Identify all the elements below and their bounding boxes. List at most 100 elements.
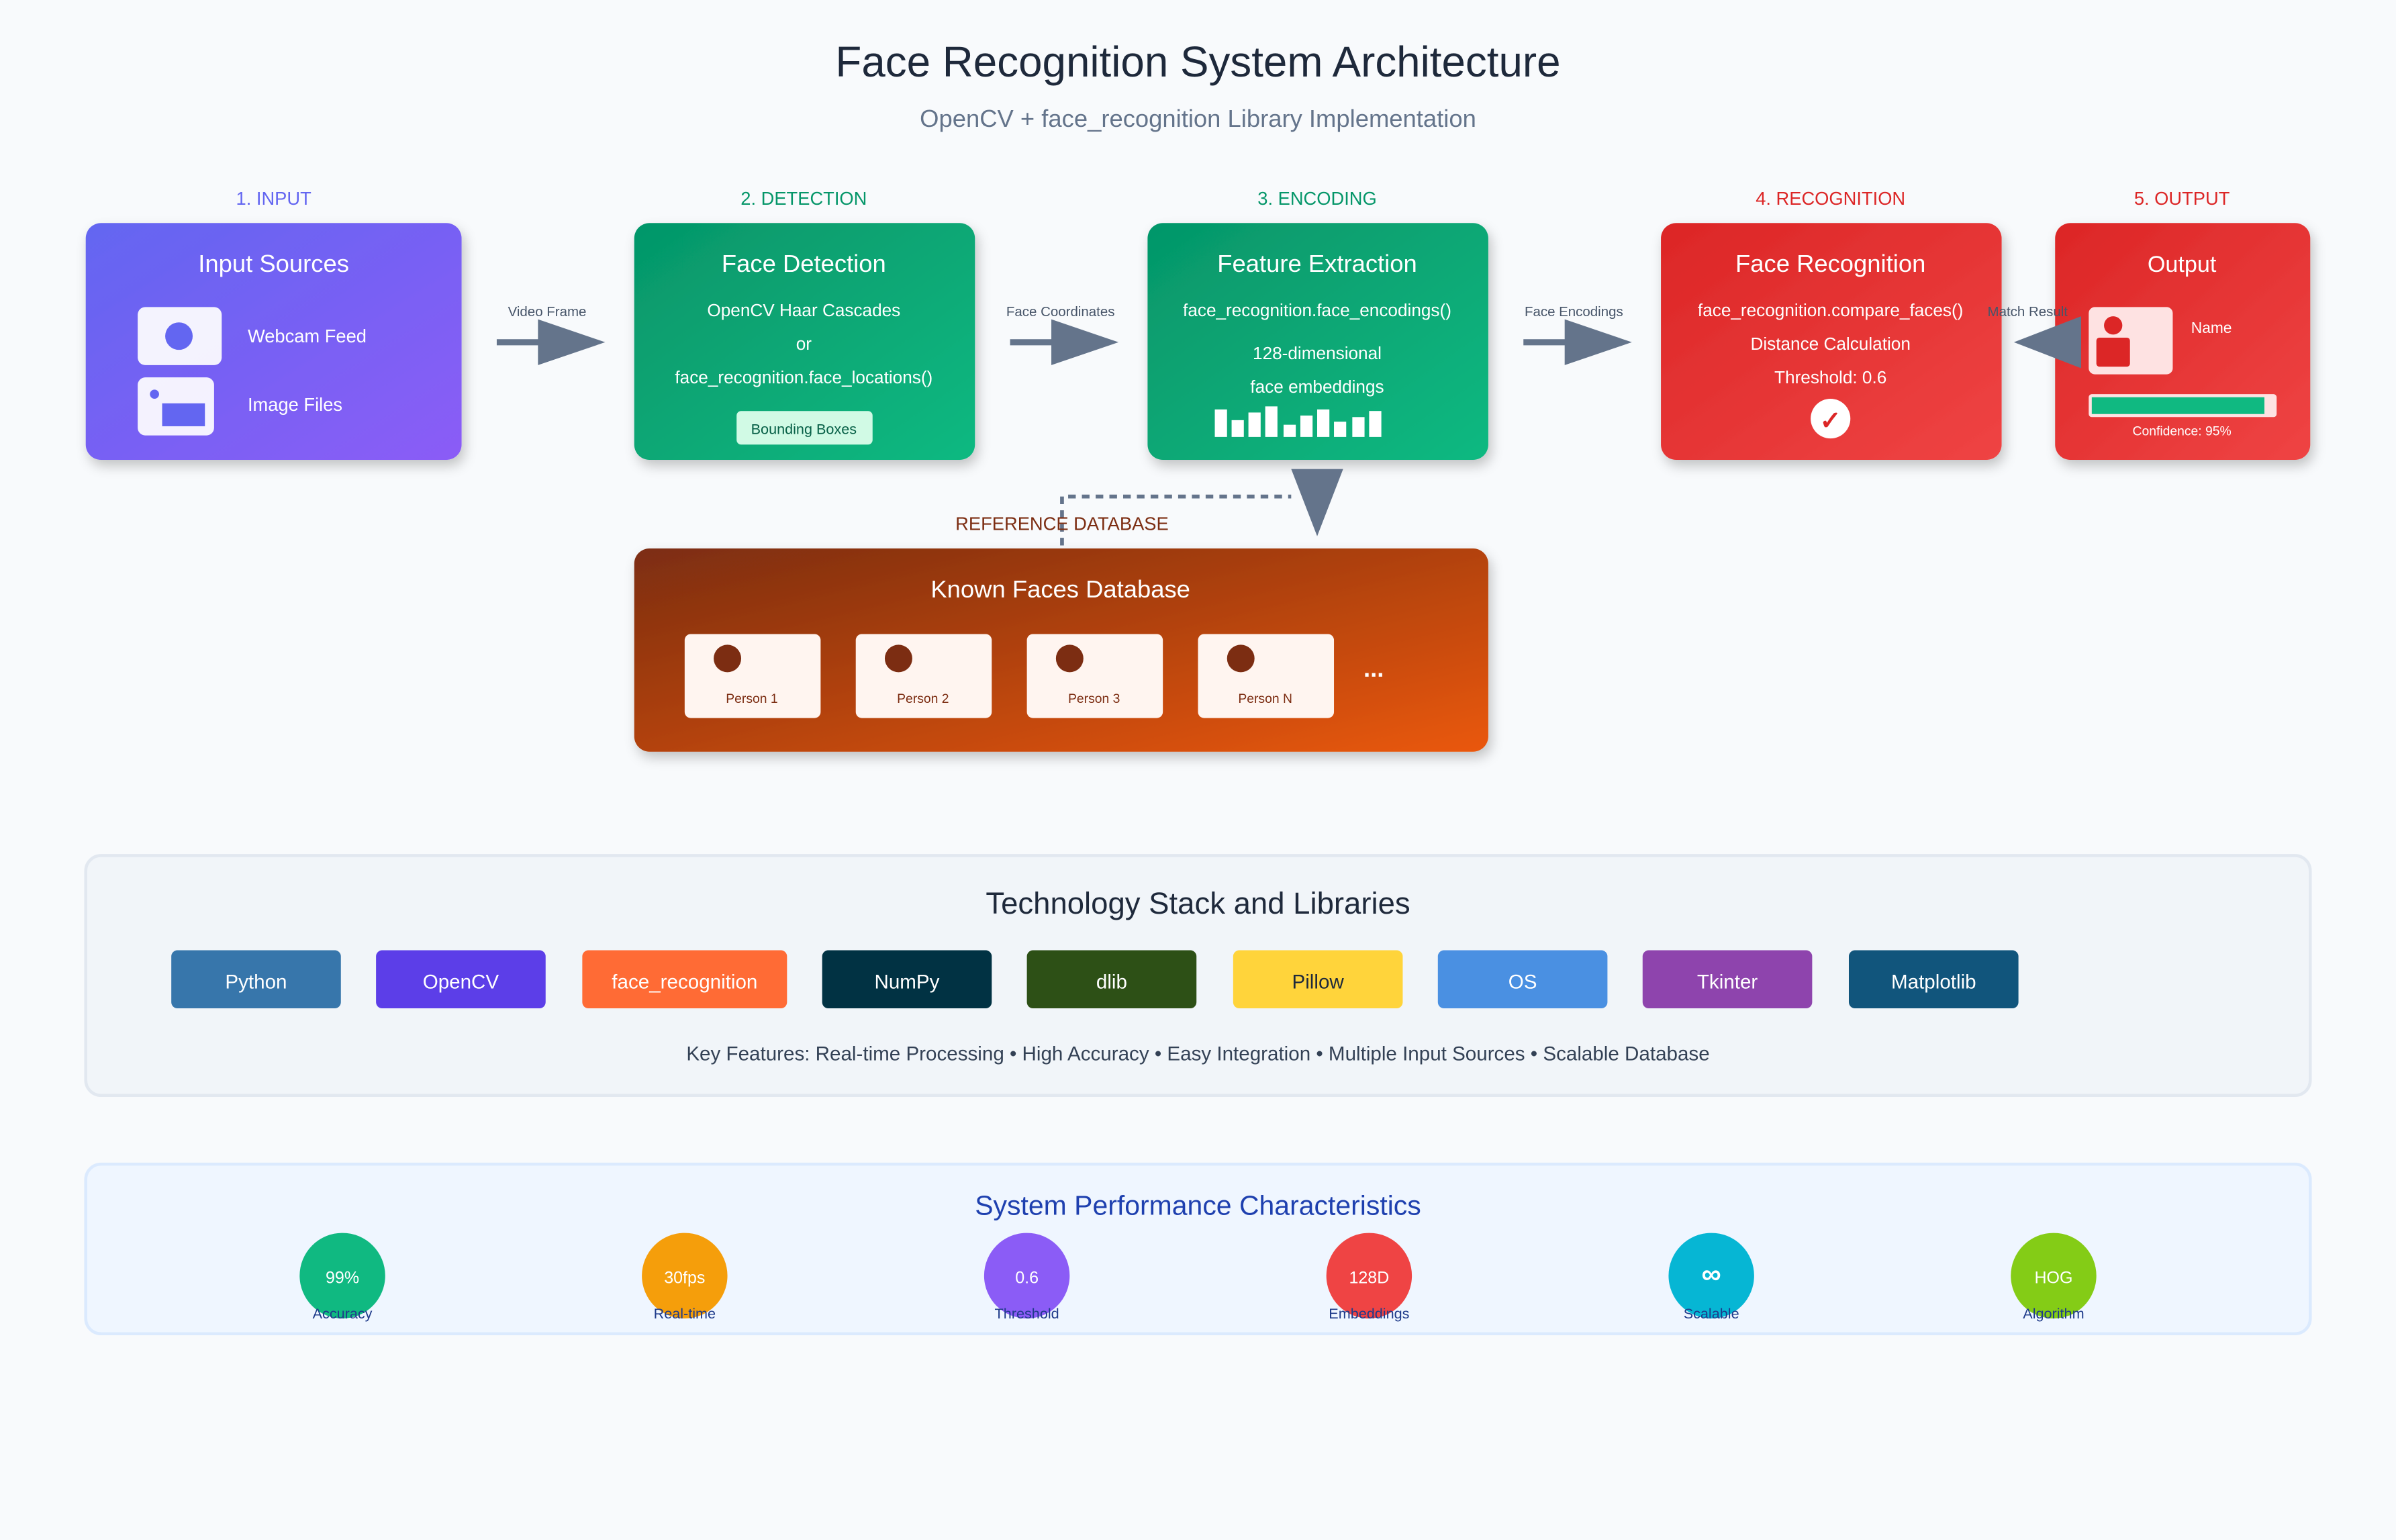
metric-label: Algorithm [2023, 1305, 2084, 1322]
person-card-1: Person 1 [684, 634, 821, 718]
face-detection-box: Face Detection OpenCV Haar Cascades or f… [634, 223, 975, 461]
arrow-label-match-result: Match Result [1988, 304, 2068, 320]
encoding-line-3: face embeddings [1250, 377, 1384, 397]
output-title: Output [2148, 252, 2217, 277]
metric-label: Accuracy [313, 1305, 373, 1322]
input-item-webcam: Webcam Feed [248, 326, 367, 346]
arrow-video-frame: Video Frame [496, 304, 606, 365]
metric-value: HOG [2034, 1269, 2072, 1288]
more-persons-ellipsis: ... [1363, 655, 1384, 682]
reference-database-connector: REFERENCE DATABASE [955, 469, 1343, 546]
face-recognition-box: Face Recognition face_recognition.compar… [1661, 223, 2002, 461]
metric-circle [984, 1233, 1070, 1319]
performance-metric: ∞Scalable [1668, 1233, 1754, 1322]
known-faces-database-title: Known Faces Database [930, 575, 1190, 603]
library-badge-label: Pillow [1292, 971, 1345, 993]
face-detection-title: Face Detection [722, 250, 886, 277]
metric-label: Threshold [995, 1305, 1059, 1322]
person-1-label: Person 1 [726, 691, 777, 706]
page-title: Face Recognition System Architecture [835, 38, 1560, 86]
metric-circle [299, 1233, 385, 1319]
metric-value: 0.6 [1015, 1269, 1039, 1288]
person-n-face-icon [1227, 644, 1255, 673]
known-faces-database-box: Known Faces Database Person 1 Person 2 P… [634, 548, 1488, 752]
person-avatar-icon [2089, 307, 2173, 375]
library-badge: NumPy [822, 950, 992, 1009]
library-badge-label: dlib [1096, 971, 1127, 993]
technology-stack-title: Technology Stack and Libraries [986, 886, 1410, 920]
arrow-label-face-coordinates: Face Coordinates [1006, 304, 1115, 320]
output-box: Output Name Confidence: 95% [2055, 223, 2311, 461]
person-card-2: Person 2 [855, 634, 992, 718]
arrow-label-face-encodings: Face Encodings [1525, 304, 1623, 320]
step-label-encoding: 3. ENCODING [1257, 188, 1376, 209]
metric-label: Scalable [1684, 1305, 1739, 1322]
reference-database-caption: REFERENCE DATABASE [955, 514, 1169, 534]
person-3-label: Person 3 [1068, 691, 1120, 706]
library-badge: dlib [1026, 950, 1197, 1009]
metric-circle [642, 1233, 728, 1319]
person-2-face-icon [884, 644, 912, 673]
image-file-icon [138, 377, 214, 436]
arrow-match-result: Match Result [1988, 304, 2081, 369]
library-badge-label: Tkinter [1697, 971, 1758, 993]
encoding-line-1: face_recognition.face_encodings() [1183, 300, 1451, 320]
page-subtitle: OpenCV + face_recognition Library Implem… [920, 105, 1476, 132]
output-name-label: Name [2191, 319, 2232, 336]
person-1-face-icon [714, 644, 742, 673]
metric-value: 99% [326, 1269, 359, 1288]
metric-value: 30fps [664, 1269, 705, 1288]
step-label-input: 1. INPUT [236, 188, 312, 209]
metric-circle [2011, 1233, 2097, 1319]
library-badge-label: OpenCV [423, 971, 499, 993]
performance-panel: System Performance Characteristics 99% Ac… [84, 1162, 2312, 1336]
library-badge: OpenCV [376, 950, 546, 1009]
metric-circle [1668, 1233, 1754, 1319]
library-badge: face_recognition [582, 950, 787, 1009]
step-label-detection: 2. DETECTION [740, 188, 867, 209]
arrow-label-video-frame: Video Frame [508, 304, 587, 320]
feature-extraction-box: Feature Extraction face_recognition.face… [1147, 223, 1488, 461]
input-sources-box: Input Sources Webcam Feed Image Files [85, 223, 462, 461]
key-features-text: Key Features: Real-time Processing • Hig… [686, 1043, 1709, 1065]
input-item-images: Image Files [248, 394, 342, 415]
bounding-boxes-badge: Bounding Boxes [751, 420, 857, 437]
step-label-recognition: 4. RECOGNITION [1756, 188, 1905, 209]
library-badge: Pillow [1233, 950, 1403, 1009]
metric-value: 128D [1349, 1269, 1389, 1288]
library-badge: Matplotlib [1848, 950, 2019, 1009]
library-badge-label: Python [225, 971, 287, 993]
confidence-bar-fill [2091, 397, 2265, 414]
embedding-bars-icon [1214, 406, 1382, 437]
recognition-line-3: Threshold: 0.6 [1774, 367, 1886, 387]
check-mark-icon: ✓ [1819, 406, 1841, 435]
library-badges: Python OpenCV face_recognition NumPy dlib Pil… [171, 950, 2019, 1009]
person-card-n: Person N [1198, 634, 1335, 718]
performance-metric: HOG Algorithm [2011, 1233, 2097, 1322]
performance-title: System Performance Characteristics [975, 1190, 1421, 1220]
person-3-face-icon [1055, 644, 1084, 673]
detection-line-3: face_recognition.face_locations() [675, 367, 932, 387]
webcam-icon [138, 307, 222, 365]
person-2-label: Person 2 [897, 691, 949, 706]
recognition-line-1: face_recognition.compare_faces() [1698, 300, 1963, 320]
input-sources-title: Input Sources [198, 250, 349, 277]
detection-line-1: OpenCV Haar Cascades [707, 300, 900, 320]
person-n-label: Person N [1238, 691, 1292, 706]
face-recognition-title: Face Recognition [1735, 250, 1925, 277]
technology-stack-panel: Technology Stack and Libraries Python Ope… [84, 854, 2312, 1098]
encoding-line-2: 128-dimensional [1253, 343, 1382, 363]
arrow-face-coordinates: Face Coordinates [1006, 304, 1119, 365]
library-badge-label: NumPy [874, 971, 939, 993]
library-badge: Tkinter [1642, 950, 1813, 1009]
library-badge: Python [171, 950, 341, 1009]
check-circle-icon [1811, 398, 1851, 439]
confidence-label: Confidence: 95% [2133, 424, 2232, 439]
person-card-3: Person 3 [1026, 634, 1163, 718]
performance-metric: 99% Accuracy [299, 1233, 385, 1322]
